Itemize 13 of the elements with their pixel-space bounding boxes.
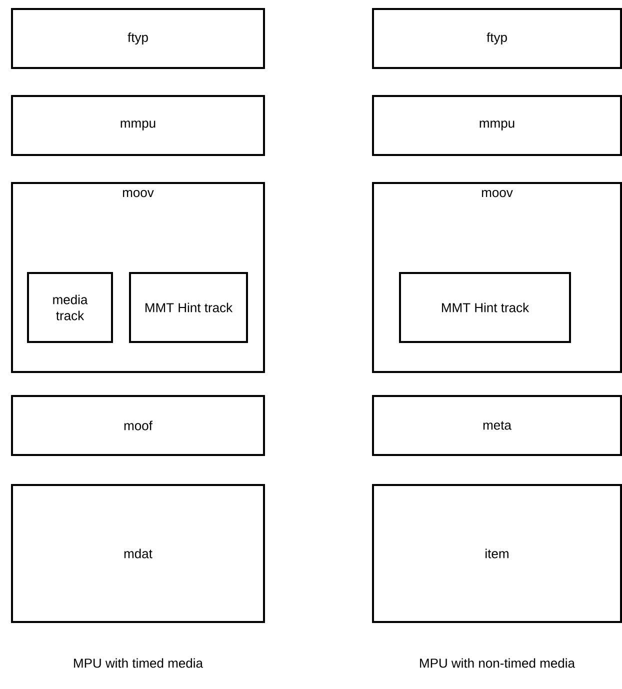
box: ftyp	[11, 8, 265, 69]
caption: MPU with non-timed media	[420, 658, 575, 668]
box: MMT Hint track	[129, 272, 248, 343]
box: mmpu	[372, 95, 622, 156]
box: media track	[27, 272, 113, 343]
box: mdat	[11, 484, 265, 623]
box: ftyp	[372, 8, 622, 69]
box: MMT Hint track	[399, 272, 571, 343]
caption: MPU with timed media	[74, 658, 203, 668]
box: meta	[372, 395, 622, 456]
box: mmpu	[11, 95, 265, 156]
box: item	[372, 484, 622, 623]
box: moof	[11, 395, 265, 456]
